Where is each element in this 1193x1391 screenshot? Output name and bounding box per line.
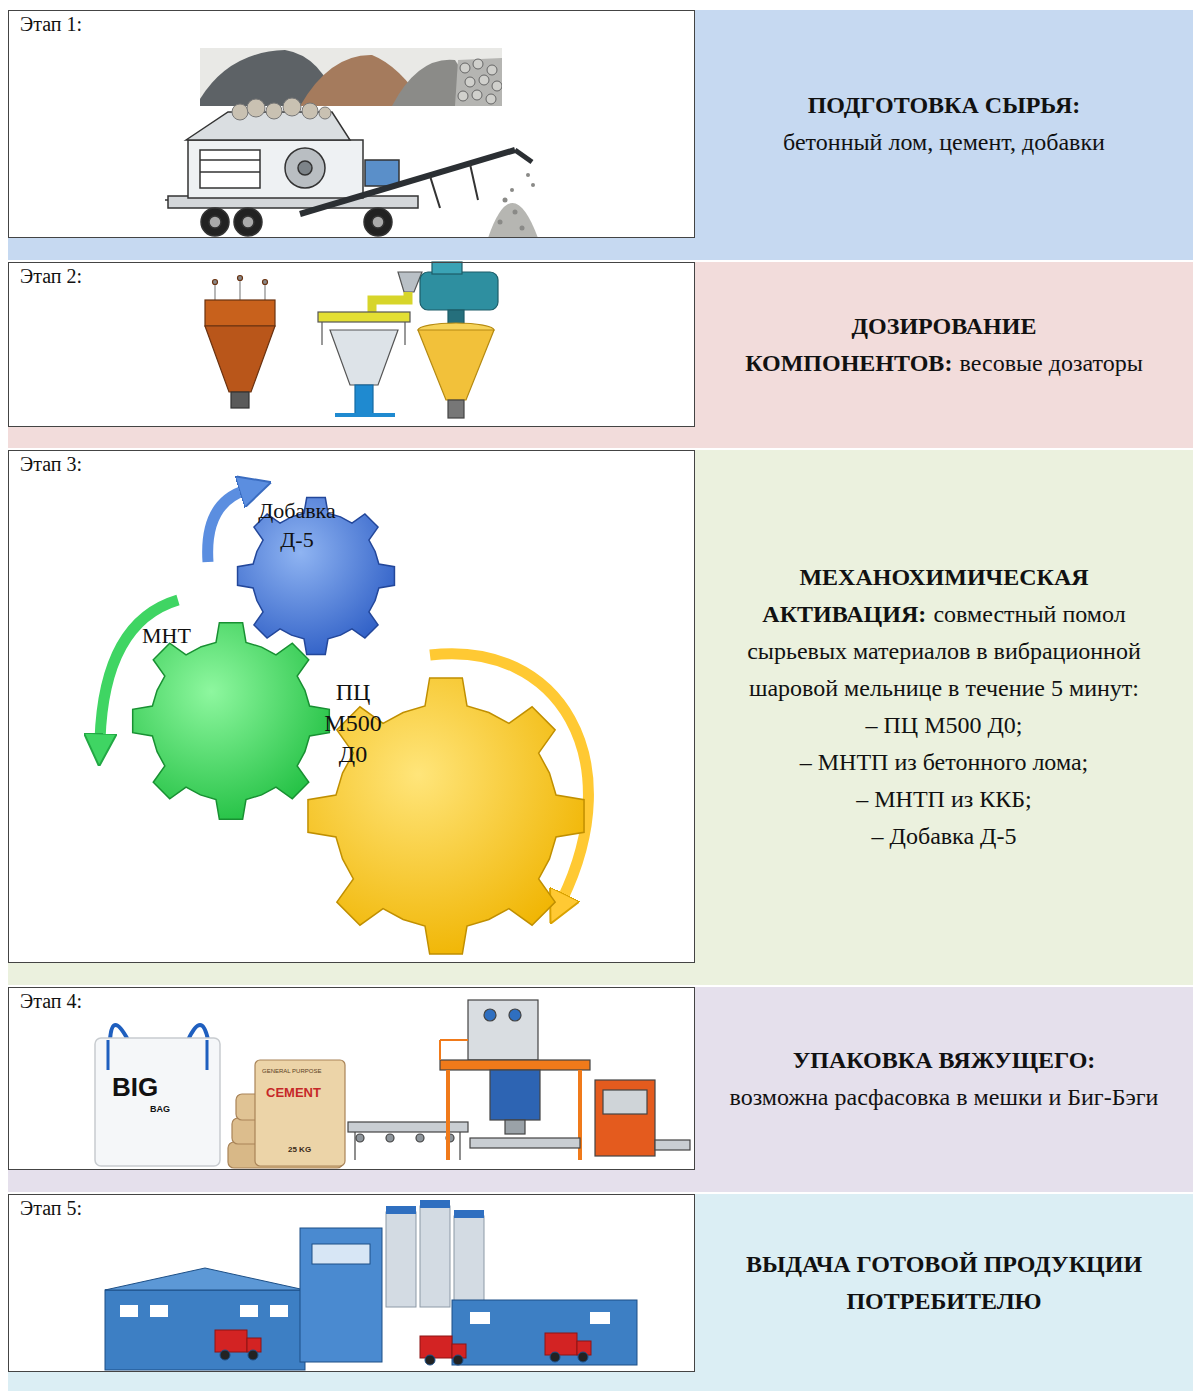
- stage-panel: Этап 2:: [8, 262, 695, 427]
- belt-weigher: [318, 272, 422, 415]
- packing-machine: [348, 1000, 690, 1160]
- gear-label: ПЦ М500 Д0: [324, 679, 381, 767]
- stage-description: ВЫДАЧА ГОТОВОЙ ПРОДУКЦИИ ПОТРЕБИТЕЛЮ: [695, 1194, 1193, 1372]
- gear-node: Добавка Д-5: [236, 496, 396, 656]
- row-band: [8, 10, 1193, 260]
- stage-description: МЕХАНОХИМИЧЕСКАЯ АКТИВАЦИЯ:совместный по…: [695, 450, 1193, 963]
- step-text: весовые дозаторы: [960, 350, 1143, 376]
- step-title: УПАКОВКА ВЯЖУЩЕГО:: [730, 1042, 1159, 1079]
- list-item: – МНТП из бетонного лома;: [711, 744, 1177, 781]
- list-item: – МНТП из ККБ;: [711, 781, 1177, 818]
- row-band: [8, 262, 1193, 448]
- step-text: возможна расфасовка в мешки и Биг-Бэги: [730, 1084, 1159, 1110]
- hopper-doser: [205, 276, 275, 409]
- gear-node: МНТ: [131, 621, 331, 821]
- gravel-output: [488, 173, 538, 238]
- bag-label: GENERAL PURPOSE: [262, 1068, 321, 1074]
- stage-label: Этап 5:: [20, 1197, 82, 1219]
- mobile-crusher: [165, 98, 532, 236]
- screw-doser: [418, 262, 498, 418]
- bag-label: CEMENT: [266, 1086, 321, 1099]
- row-band: [8, 987, 1193, 1192]
- gear-label: МНТ: [142, 623, 191, 648]
- cement-sacks: [228, 1060, 345, 1168]
- stage-label: Этап 2:: [20, 265, 82, 287]
- bag-label: BAG: [150, 1105, 170, 1114]
- stage-label: Этап 4:: [20, 990, 82, 1012]
- stage-description: ПОДГОТОВКА СЫРЬЯ: бетонный лом, цемент, д…: [695, 10, 1193, 238]
- big-bag: [95, 1025, 220, 1166]
- stage-label: Этап 1:: [20, 13, 82, 35]
- row-band: [8, 1194, 1193, 1391]
- step-title: ВЫДАЧА ГОТОВОЙ ПРОДУКЦИИ ПОТРЕБИТЕЛЮ: [711, 1246, 1177, 1320]
- step-text: бетонный лом, цемент, добавки: [783, 129, 1105, 155]
- list-item: – Добавка Д-5: [711, 818, 1177, 855]
- material-piles: [200, 48, 502, 106]
- stage-label: Этап 3:: [20, 453, 82, 475]
- step-title: ПОДГОТОВКА СЫРЬЯ:: [783, 87, 1105, 124]
- gear-node: ПЦ М500 Д0: [306, 676, 586, 956]
- stage-panel: Этап 4:: [8, 987, 695, 1170]
- row-band: [8, 450, 1193, 985]
- stage-panel: Этап 1:: [8, 10, 695, 238]
- concrete-plant: [105, 1200, 637, 1370]
- stage-description: ДОЗИРОВАНИЕ КОМПОНЕНТОВ:весовые дозаторы: [695, 262, 1193, 427]
- list-item: – ПЦ М500 Д0;: [711, 707, 1177, 744]
- bag-label: BIG: [112, 1074, 158, 1100]
- gear-shape: [131, 621, 331, 821]
- stage-description: УПАКОВКА ВЯЖУЩЕГО: возможна расфасовка в …: [695, 987, 1193, 1170]
- stage-panel: Этап 3: Добавка Д-5МНТ ПЦ М500 Д0: [8, 450, 695, 963]
- stage-panel: Этап 5:: [8, 1194, 695, 1372]
- bag-label: 25 KG: [288, 1146, 311, 1154]
- gear-label: Добавка Д-5: [258, 498, 335, 552]
